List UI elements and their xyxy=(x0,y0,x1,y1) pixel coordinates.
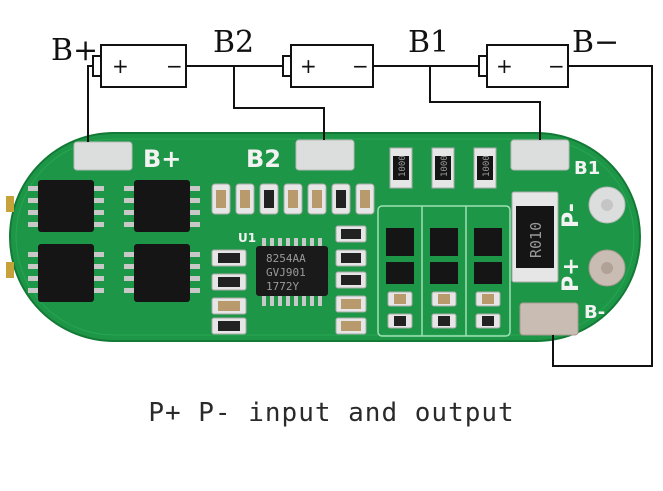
smd-left-of-ic xyxy=(211,249,247,335)
battery-3-minus: − xyxy=(548,54,565,78)
silk-b-plus: B+ xyxy=(143,145,181,173)
battery-cell-2: + − xyxy=(282,44,374,88)
pad-b-minus xyxy=(519,302,579,336)
silk-u1: U1 xyxy=(238,231,256,245)
silk-p-minus: P- xyxy=(559,203,584,228)
protection-ic: 8254AA GVJ901 1772Y xyxy=(256,238,328,306)
ic-marking-line-1: 8254AA xyxy=(266,252,306,265)
label-b-plus: B+ xyxy=(51,33,98,68)
silk-b-minus: B- xyxy=(584,302,605,323)
label-b2: B2 xyxy=(213,25,254,60)
battery-cell-3: + − xyxy=(478,44,569,88)
shunt-resistor: R010 xyxy=(511,191,559,283)
wire-b-plus xyxy=(87,65,93,142)
battery-cell-1: + − xyxy=(92,44,187,88)
ic-marking-line-2: GVJ901 xyxy=(266,266,306,279)
silk-p-plus: P+ xyxy=(559,257,584,292)
battery-1-minus: − xyxy=(166,54,183,78)
smd-row-top xyxy=(211,183,375,215)
smd-right-of-ic xyxy=(335,225,367,335)
pad-b2 xyxy=(295,139,355,171)
resistor-1-marking: 1000 xyxy=(398,155,408,177)
label-b1: B1 xyxy=(408,25,449,60)
silk-b2: B2 xyxy=(246,145,281,173)
caption: P+ P- input and output xyxy=(148,398,515,428)
balance-section: 1000 1000 1000 xyxy=(377,147,511,337)
mosfet-group xyxy=(28,180,200,302)
wire-b1 xyxy=(429,66,541,140)
silk-b1: B1 xyxy=(574,158,600,179)
pad-b1 xyxy=(510,139,570,171)
wiring xyxy=(87,65,653,367)
wire-b-minus xyxy=(552,65,653,367)
shunt-marking: R010 xyxy=(527,222,545,258)
battery-1-plus: + xyxy=(112,54,129,78)
battery-3-plus: + xyxy=(496,54,513,78)
resistor-3-marking: 1000 xyxy=(482,155,492,177)
label-b-minus: B− xyxy=(572,25,619,60)
pcb-board: B+ B2 B1 B- P- P+ U1 xyxy=(6,132,641,342)
pad-b-plus xyxy=(73,141,133,171)
battery-2-minus: − xyxy=(352,54,369,78)
ic-marking-line-3: 1772Y xyxy=(266,280,299,293)
wire-b2 xyxy=(233,66,325,140)
battery-2-plus: + xyxy=(300,54,317,78)
resistor-2-marking: 1000 xyxy=(440,155,450,177)
